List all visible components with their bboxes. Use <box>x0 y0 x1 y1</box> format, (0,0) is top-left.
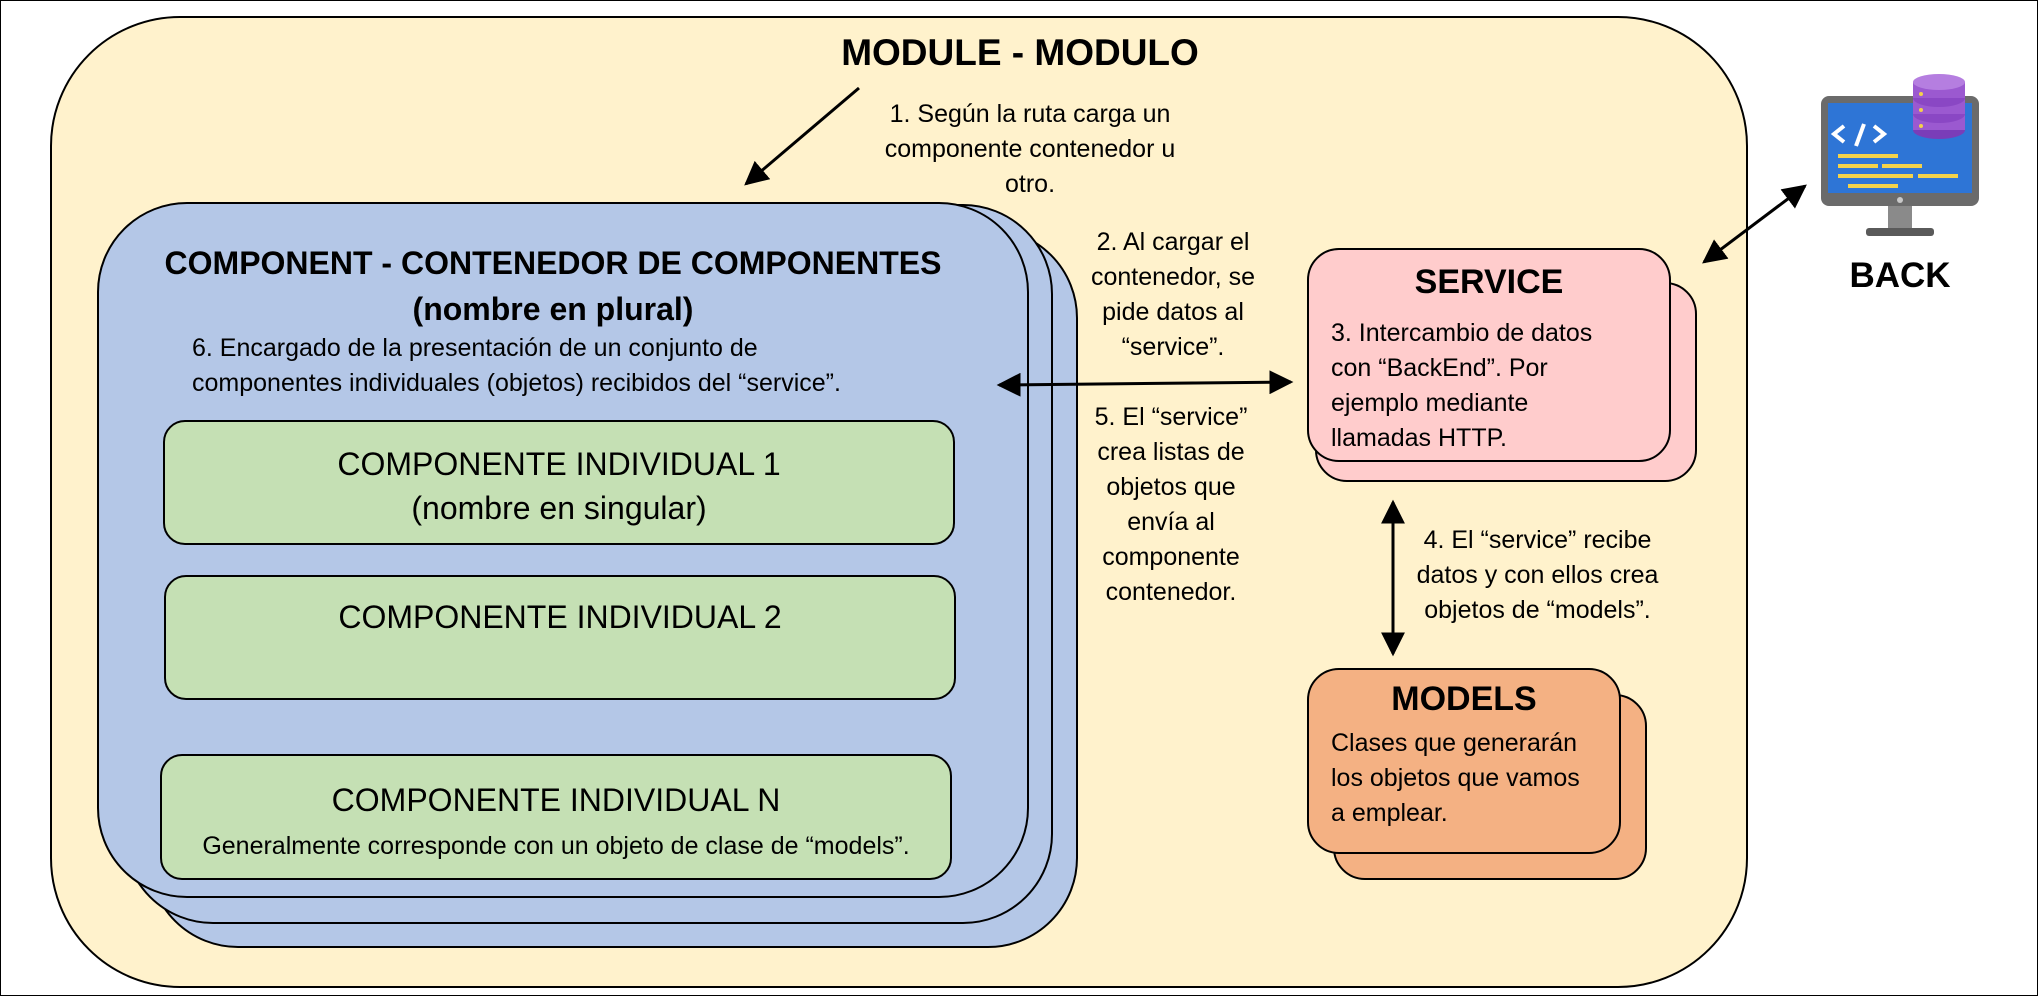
annotation-line: 5. El “service” <box>1094 403 1248 431</box>
individual-component-1-subtitle: (nombre en singular) <box>411 490 707 526</box>
annotation-line: 1. Según la ruta carga un <box>889 100 1171 128</box>
models-description: Clases que generarán los objetos que vam… <box>1331 726 1621 831</box>
annotation-line: 2. Al cargar el <box>1096 228 1250 256</box>
annotation-line: objetos que <box>1106 473 1236 501</box>
annotation-step4: 4. El “service” recibe datos y con ellos… <box>1400 523 1675 628</box>
individual-component-n-title: COMPONENTE INDIVIDUAL N <box>331 782 781 818</box>
module-title: MODULE - MODULO <box>841 32 1199 73</box>
models-line: Clases que generarán <box>1331 729 1577 757</box>
container-title-line2: (nombre en plural) <box>412 291 694 327</box>
models-line: los objetos que vamos <box>1331 764 1580 792</box>
individual-component-n: COMPONENTE INDIVIDUAL N Generalmente cor… <box>160 754 952 880</box>
container-desc-line1: 6. Encargado de la presentación de un co… <box>192 334 758 362</box>
service-line: 3. Intercambio de datos <box>1331 319 1593 347</box>
service-description: 3. Intercambio de datos con “BackEnd”. P… <box>1331 316 1671 456</box>
annotation-step1: 1. Según la ruta carga un componente con… <box>860 97 1200 202</box>
annotation-line: 4. El “service” recibe <box>1423 526 1652 554</box>
annotation-line: envía al <box>1127 508 1215 536</box>
annotation-line: otro. <box>1004 170 1056 198</box>
annotation-line: crea listas de <box>1097 438 1245 466</box>
annotation-line: contenedor, se <box>1090 263 1255 291</box>
container-title: COMPONENT - CONTENEDOR DE COMPONENTES (n… <box>100 240 1006 332</box>
container-desc-line2: componentes individuales (objetos) recib… <box>192 369 841 397</box>
annotation-line: componente contenedor u <box>884 135 1176 163</box>
individual-component-2-title: COMPONENTE INDIVIDUAL 2 <box>338 599 782 635</box>
annotation-step2: 2. Al cargar el contenedor, se pide dato… <box>1068 225 1278 365</box>
individual-component-1: COMPONENTE INDIVIDUAL 1 (nombre en singu… <box>163 420 955 545</box>
individual-component-1-title: COMPONENTE INDIVIDUAL 1 <box>337 446 781 482</box>
service-box <box>1307 248 1671 462</box>
backend-computer-database-icon <box>1821 74 1979 236</box>
container-description: 6. Encargado de la presentación de un co… <box>192 331 1022 401</box>
annotation-line: pide datos al <box>1102 298 1244 326</box>
models-line: a emplear. <box>1331 799 1448 827</box>
container-title-line1: COMPONENT - CONTENEDOR DE COMPONENTES <box>164 245 942 281</box>
annotation-line: objetos de “models”. <box>1424 596 1651 624</box>
service-title: SERVICE <box>1414 263 1564 301</box>
individual-component-n-note: Generalmente corresponde con un objeto d… <box>202 832 910 860</box>
annotation-line: contenedor. <box>1105 578 1237 606</box>
back-label: BACK <box>1849 256 1951 295</box>
individual-component-2: COMPONENTE INDIVIDUAL 2 <box>164 575 956 700</box>
service-line: llamadas HTTP. <box>1331 424 1507 452</box>
service-line: con “BackEnd”. Por <box>1331 354 1548 382</box>
models-title: MODELS <box>1391 680 1537 718</box>
service-line: ejemplo mediante <box>1331 389 1529 417</box>
annotation-line: datos y con ellos crea <box>1416 561 1659 589</box>
annotation-line: componente <box>1102 543 1240 571</box>
models-box <box>1307 668 1621 854</box>
annotation-line: “service”. <box>1121 333 1225 361</box>
annotation-step5: 5. El “service” crea listas de objetos q… <box>1066 400 1276 610</box>
